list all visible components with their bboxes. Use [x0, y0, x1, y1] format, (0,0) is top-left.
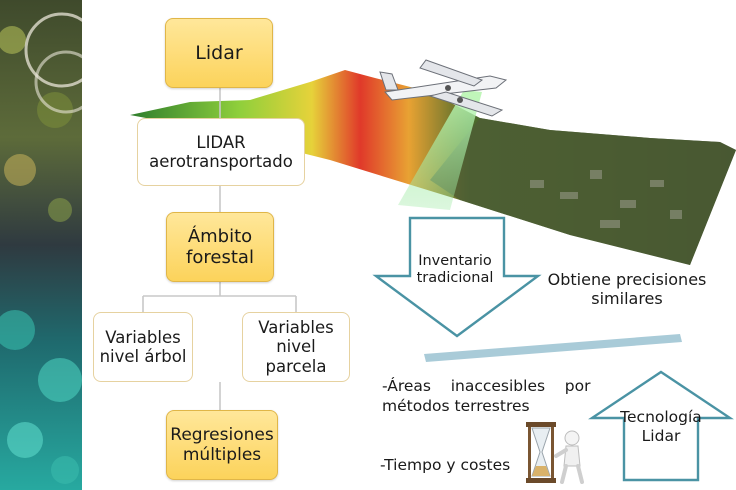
inventory-line2: tradicional [416, 270, 494, 287]
time-cost-label: -Tiempo y costes [380, 456, 511, 474]
precision-line2: similares [591, 289, 663, 309]
plot-level-line2: nivel [276, 337, 316, 357]
divider-bar [424, 334, 682, 362]
lidar-node: Lidar [165, 18, 273, 88]
forest-scope-node: Ámbito forestal [166, 212, 274, 282]
areas-line2: métodos terrestres [382, 397, 530, 416]
multiple-regression-node: Regresiones múltiples [166, 410, 278, 480]
aerial-lidar-node: LIDAR aerotransportado [137, 118, 305, 186]
aerial-lidar-line1: LIDAR [196, 132, 246, 152]
down-arrow-icon [372, 216, 542, 338]
similar-precision-text: Obtiene precisiones similares [536, 270, 718, 308]
airplane-icon [379, 59, 508, 117]
forest-scope-line1: Ámbito [187, 225, 253, 247]
plot-level-line3: parcela [265, 356, 327, 376]
areas-line1: -Áreas inaccesibles por [382, 377, 591, 395]
tech-line2: Lidar [641, 426, 681, 445]
aerial-lidar-line2: aerotransportado [149, 152, 293, 171]
tech-line1: Tecnología [620, 408, 702, 426]
lidar-technology-label: Tecnología Lidar [608, 408, 714, 445]
inaccessible-areas-text: -Áreas inaccesibles por métodos terrestr… [382, 376, 592, 416]
time-cost-text: -Tiempo y costes [380, 456, 510, 474]
inventory-line1: Inventario [418, 253, 492, 269]
tree-level-node: Variables nivel árbol [93, 312, 193, 382]
forest-scope-line2: forestal [186, 247, 254, 268]
up-arrow-icon [588, 370, 734, 482]
tree-level-line1: Variables [105, 327, 181, 347]
lidar-label: Lidar [195, 41, 243, 64]
regression-line2: múltiples [182, 445, 262, 465]
tree-level-line2: nivel árbol [99, 347, 187, 366]
traditional-inventory-label: Inventario tradicional [405, 253, 505, 288]
hourglass-figure-icon [526, 422, 584, 484]
plot-level-node: Variables nivel parcela [242, 312, 350, 382]
decorative-side-strip [0, 0, 82, 490]
plot-level-line1: Variables [258, 317, 334, 337]
regression-line1: Regresiones [170, 424, 274, 445]
precision-line1: Obtiene precisiones [547, 270, 707, 289]
